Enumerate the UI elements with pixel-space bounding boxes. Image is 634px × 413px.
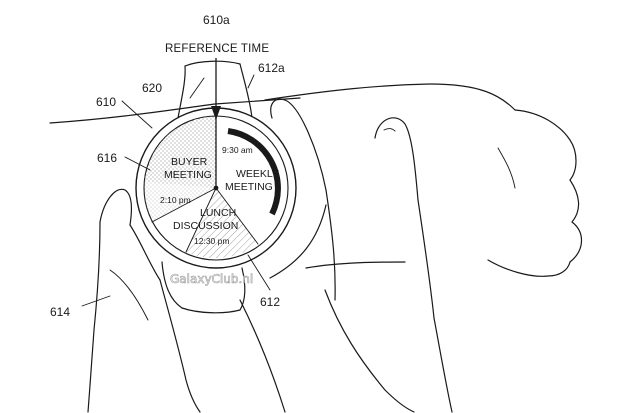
buyer-meeting-line2: MEETING: [164, 169, 212, 181]
label-612: 612: [260, 295, 280, 309]
leader-lines: [81, 74, 271, 307]
watermark-text: GalaxyClub.nl: [170, 272, 253, 286]
reference-time-hand: [211, 58, 221, 191]
watch-face-text: BUYER MEETING 9:30 am WEEKLY MEETING 2:1…: [160, 145, 279, 246]
label-616: 616: [97, 151, 117, 165]
label-614: 614: [50, 305, 70, 319]
time-9-30: 9:30 am: [222, 145, 253, 155]
buyer-meeting-sector-light: [143, 182, 216, 222]
label-610: 610: [96, 95, 116, 109]
watch-face: [143, 115, 259, 259]
buyer-meeting-line1: BUYER: [171, 156, 208, 168]
lunch-discussion-line1: LUNCH: [200, 207, 236, 219]
label-620: 620: [142, 81, 162, 95]
watch-strap: [161, 60, 253, 314]
reference-labels: 610a REFERENCE TIME 612a 620 610 616 614…: [50, 13, 285, 319]
time-12-30: 12:30 pm: [194, 236, 229, 246]
buyer-meeting-sector: [144, 115, 216, 188]
right-hand: [239, 98, 453, 413]
time-2-10: 2:10 pm: [160, 195, 191, 205]
lunch-discussion-sector: [186, 188, 258, 259]
reference-time-title: REFERENCE TIME: [165, 43, 269, 55]
label-610a: 610a: [203, 13, 230, 27]
progress-arc: [227, 128, 281, 216]
lunch-discussion-line2: DISCUSSION: [173, 220, 238, 232]
weekly-meeting-line1: WEEKLY: [236, 168, 279, 180]
weekly-meeting-line2: MEETING: [225, 181, 273, 193]
label-612a: 612a: [258, 61, 285, 75]
left-hand: [87, 188, 201, 413]
arm-outline: [49, 83, 583, 277]
